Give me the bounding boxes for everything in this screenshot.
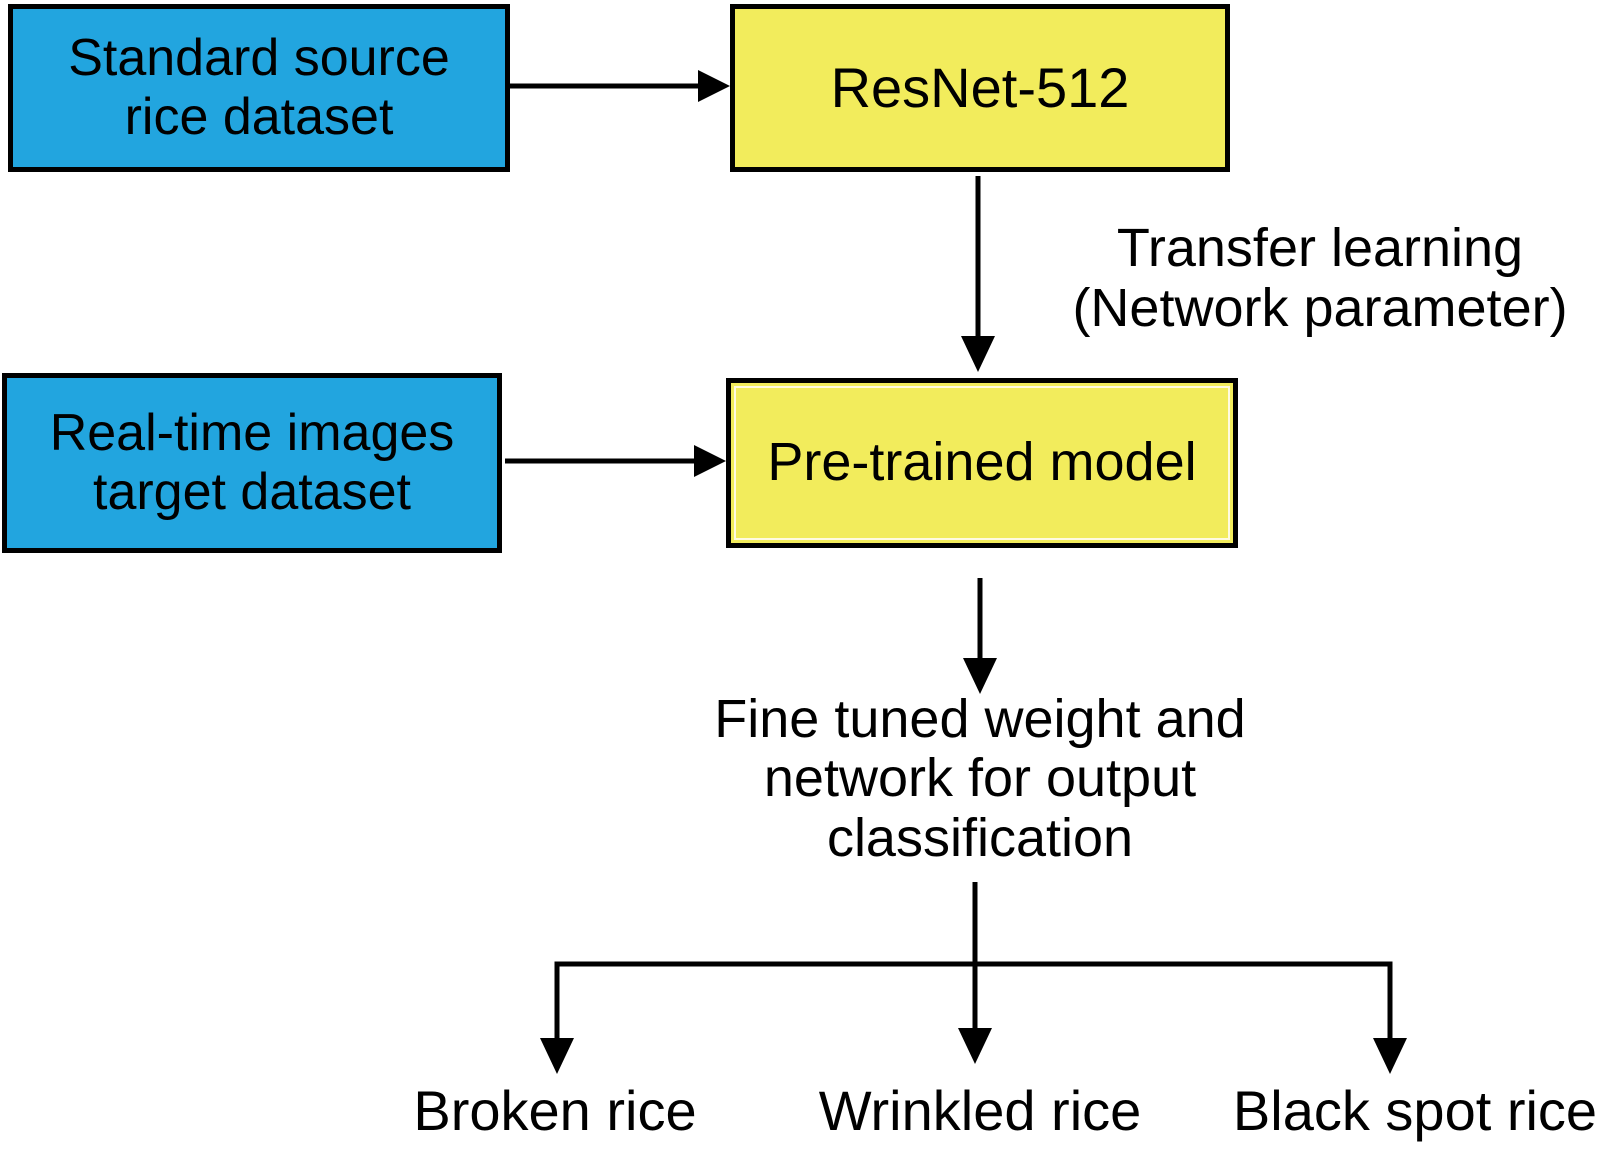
- arrowhead-black-spot: [1373, 1038, 1407, 1074]
- arrowhead-wrinkled: [958, 1028, 992, 1064]
- output-wrinkled-rice: Wrinkled rice: [818, 1079, 1142, 1142]
- arrowhead-resnet: [698, 70, 730, 102]
- output-black-spot-rice: Black spot rice: [1232, 1079, 1598, 1142]
- fine-tuned-annotation: Fine tuned weight and network for output…: [660, 689, 1300, 868]
- pretrained-model-box: Pre-trained model: [726, 378, 1238, 548]
- arrowhead-pretrained-top: [961, 336, 995, 372]
- fine-tuned-line-3: classification: [826, 807, 1134, 868]
- arrowhead-finetuned: [963, 658, 997, 694]
- target-dataset-line-2: target dataset: [93, 463, 411, 521]
- target-dataset-line-1: Real-time images: [49, 403, 455, 462]
- output-broken-rice: Broken rice: [413, 1079, 697, 1142]
- pretrained-model-label: Pre-trained model: [767, 432, 1197, 493]
- arrowhead-pretrained-left: [694, 445, 726, 477]
- resnet-label: ResNet-512: [830, 56, 1130, 120]
- source-dataset-line-2: rice dataset: [124, 88, 394, 146]
- arrowhead-broken: [540, 1038, 574, 1074]
- source-dataset-line-1: Standard source: [68, 28, 450, 87]
- resnet-box: ResNet-512: [730, 4, 1230, 172]
- target-dataset-box: Real-time images target dataset: [2, 373, 502, 553]
- source-dataset-box: Standard source rice dataset: [8, 4, 510, 172]
- branch-bar: [554, 961, 1393, 1040]
- transfer-learning-annotation: Transfer learning (Network parameter): [1020, 218, 1620, 339]
- fine-tuned-line-1: Fine tuned weight and: [714, 689, 1246, 749]
- transfer-learning-line-1: Transfer learning: [1116, 218, 1524, 278]
- transfer-learning-line-2: (Network parameter): [1072, 278, 1568, 339]
- fine-tuned-line-2: network for output: [763, 748, 1197, 809]
